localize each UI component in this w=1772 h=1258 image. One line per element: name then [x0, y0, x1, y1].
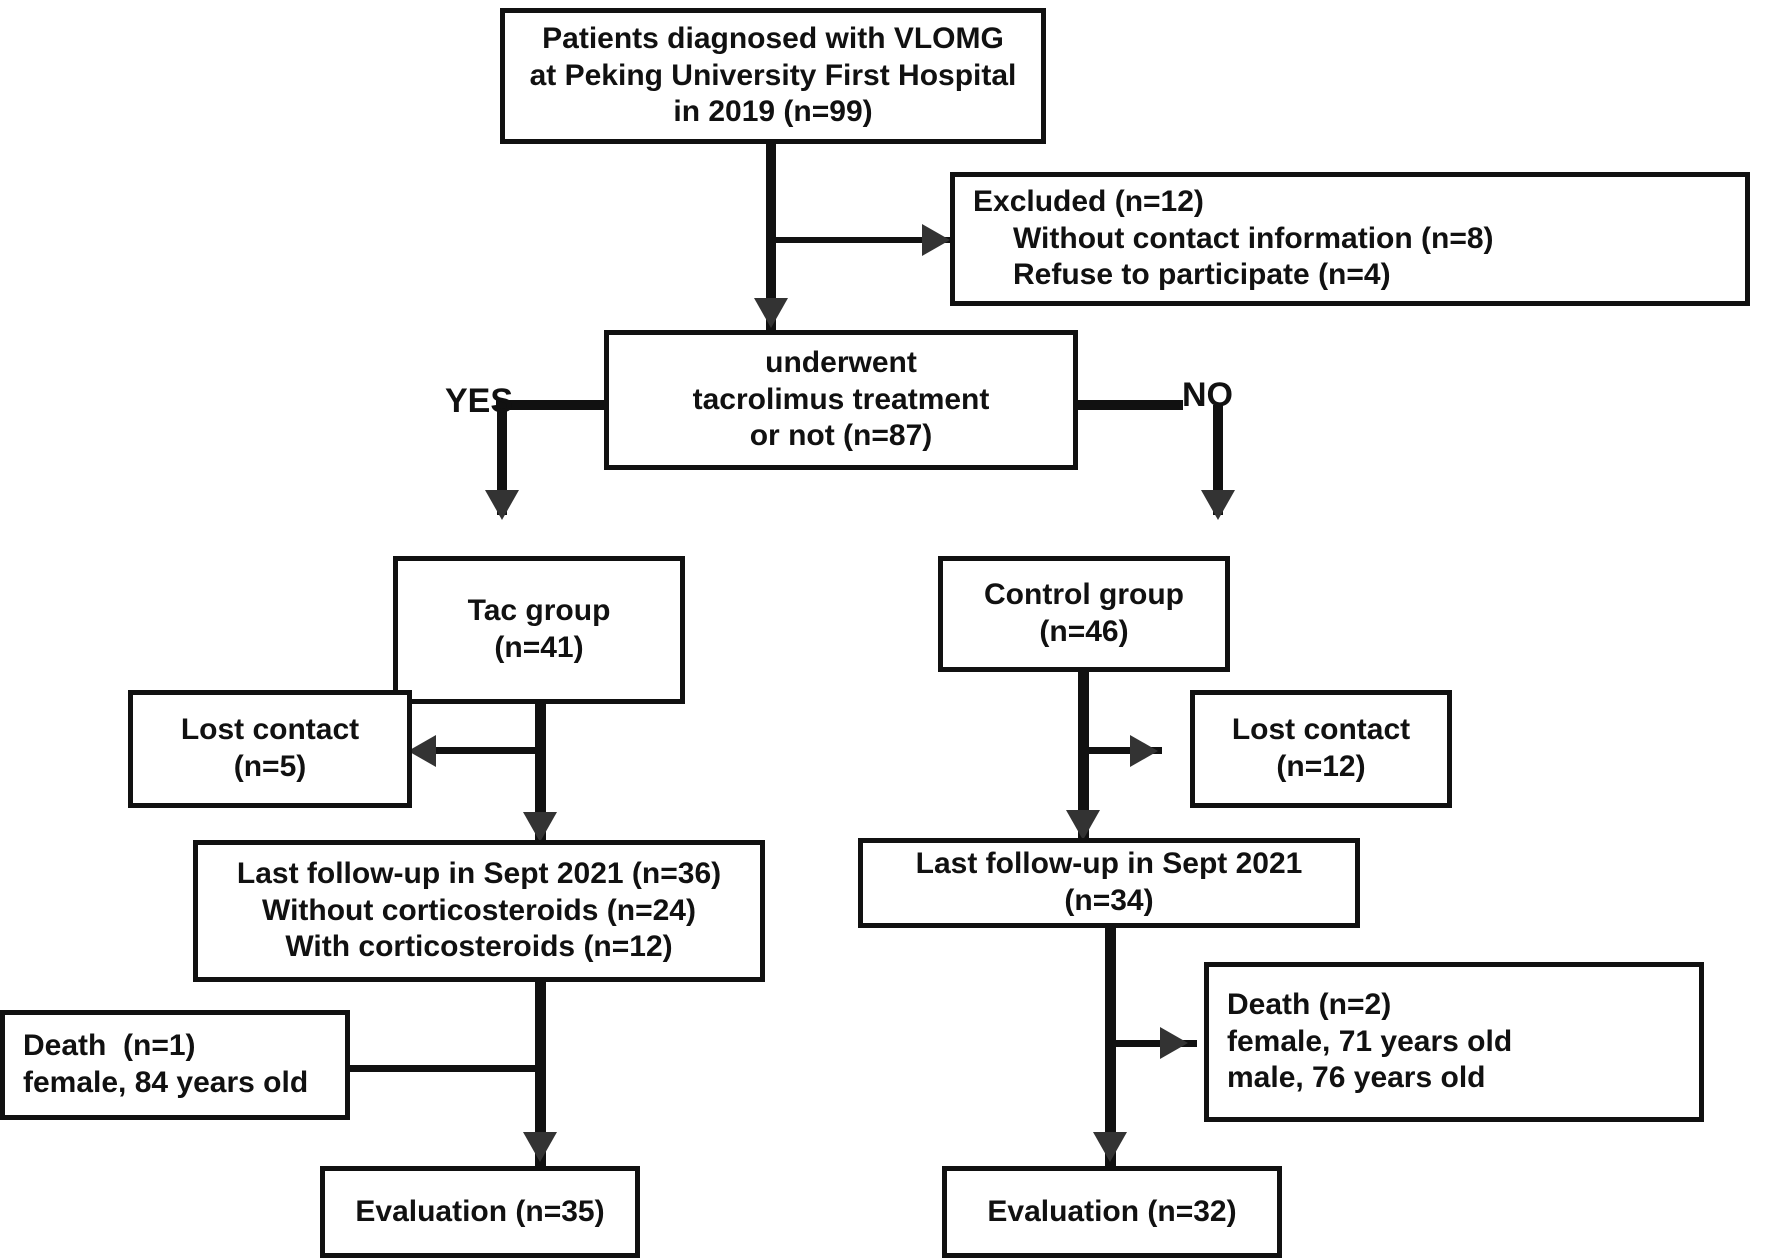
connector-no-down	[1213, 405, 1223, 515]
control-followup-line-1: Last follow-up in Sept 2021	[915, 847, 1303, 881]
excluded-line-1: Excluded (n=12)	[973, 185, 1204, 219]
control-group-line-1: Control group	[984, 578, 1184, 612]
arrowhead-tac-lost-contact	[408, 735, 436, 767]
branch-label-yes: YES	[445, 382, 514, 420]
node-tac-lost-contact[interactable]: Lost contact (n=5)	[128, 690, 412, 808]
connector-decision-no	[1073, 400, 1183, 410]
node-enrollment[interactable]: Patients diagnosed with VLOMG at Peking …	[500, 8, 1046, 144]
connector-tac-death	[322, 1065, 540, 1072]
connector-enrollment-to-excluded	[771, 237, 951, 243]
arrowhead-control-followup	[1066, 810, 1100, 840]
tac-death-line-2: female, 84 years old	[23, 1066, 309, 1099]
arrowhead-control-lost-contact	[1130, 735, 1158, 767]
arrowhead-control-group	[1201, 490, 1235, 520]
tac-evaluation-line-1: Evaluation (n=35)	[355, 1194, 605, 1228]
control-death-line-2: female, 71 years old	[1227, 1024, 1513, 1058]
node-control-followup[interactable]: Last follow-up in Sept 2021 (n=34)	[858, 838, 1360, 928]
arrowhead-control-death	[1160, 1027, 1188, 1059]
connector-enrollment-to-decision	[766, 140, 776, 330]
control-lost-line-2: (n=12)	[1276, 750, 1366, 783]
enrollment-line-3: in 2019 (n=99)	[673, 95, 873, 129]
node-tac-followup[interactable]: Last follow-up in Sept 2021 (n=36) Witho…	[193, 840, 765, 982]
enrollment-line-1: Patients diagnosed with VLOMG	[542, 22, 1004, 56]
arrowhead-tac-followup	[523, 812, 557, 842]
control-evaluation-line-1: Evaluation (n=32)	[987, 1194, 1237, 1228]
decision-line-3: or not (n=87)	[749, 419, 933, 453]
arrowhead-control-evaluation	[1093, 1132, 1127, 1162]
control-death-line-1: Death (n=2)	[1227, 988, 1392, 1022]
node-control-evaluation[interactable]: Evaluation (n=32)	[942, 1166, 1282, 1258]
control-death-line-3: male, 76 years old	[1227, 1061, 1486, 1095]
arrowhead-excluded	[922, 224, 950, 256]
excluded-line-2: Without contact information (n=8)	[1013, 221, 1494, 255]
node-excluded[interactable]: Excluded (n=12) Without contact informat…	[950, 172, 1750, 306]
connector-tacgroup-to-followup	[535, 700, 546, 850]
arrowhead-tac-group	[485, 490, 519, 520]
node-tac-evaluation[interactable]: Evaluation (n=35)	[320, 1166, 640, 1258]
decision-line-2: tacrolimus treatment	[692, 382, 990, 416]
node-control-lost-contact[interactable]: Lost contact (n=12)	[1190, 690, 1452, 808]
connector-control-followup-to-evaluation	[1105, 925, 1116, 1170]
control-lost-line-1: Lost contact	[1231, 713, 1411, 747]
arrowhead-tac-evaluation	[523, 1132, 557, 1162]
tac-lost-line-1: Lost contact	[180, 713, 360, 747]
decision-line-1: underwent	[765, 346, 917, 380]
control-followup-line-2: (n=34)	[1064, 884, 1154, 917]
tac-lost-line-2: (n=5)	[233, 750, 307, 783]
tac-group-line-1: Tac group	[467, 594, 611, 628]
tac-followup-line-1: Last follow-up in Sept 2021 (n=36)	[236, 857, 722, 891]
enrollment-line-2: at Peking University First Hospital	[529, 58, 1017, 92]
tac-followup-line-2: Without corticosteroids (n=24)	[262, 893, 696, 927]
node-tac-death[interactable]: Death (n=1) female, 84 years old	[0, 1010, 350, 1120]
connector-tac-followup-to-evaluation	[535, 980, 546, 1170]
branch-label-no: NO	[1182, 376, 1233, 414]
tac-death-line-1: Death (n=1)	[23, 1029, 196, 1063]
connector-control-death	[1111, 1040, 1197, 1047]
node-tac-group[interactable]: Tac group (n=41)	[393, 556, 685, 704]
connector-tac-lost-contact	[436, 747, 540, 754]
connector-control-lost-contact	[1084, 747, 1162, 754]
tac-followup-line-3: With corticosteroids (n=12)	[285, 930, 673, 964]
node-control-death[interactable]: Death (n=2) female, 71 years old male, 7…	[1204, 962, 1704, 1122]
excluded-line-3: Refuse to participate (n=4)	[1013, 258, 1391, 292]
connector-yes-down	[497, 405, 507, 515]
control-group-line-2: (n=46)	[1039, 615, 1129, 648]
connector-decision-yes	[496, 400, 611, 410]
tac-group-line-2: (n=41)	[494, 631, 584, 664]
node-decision-tacrolimus[interactable]: underwent tacrolimus treatment or not (n…	[604, 330, 1078, 470]
connector-controlgroup-to-followup	[1078, 668, 1089, 848]
node-control-group[interactable]: Control group (n=46)	[938, 556, 1230, 672]
arrowhead-enrollment-to-decision	[754, 298, 788, 328]
